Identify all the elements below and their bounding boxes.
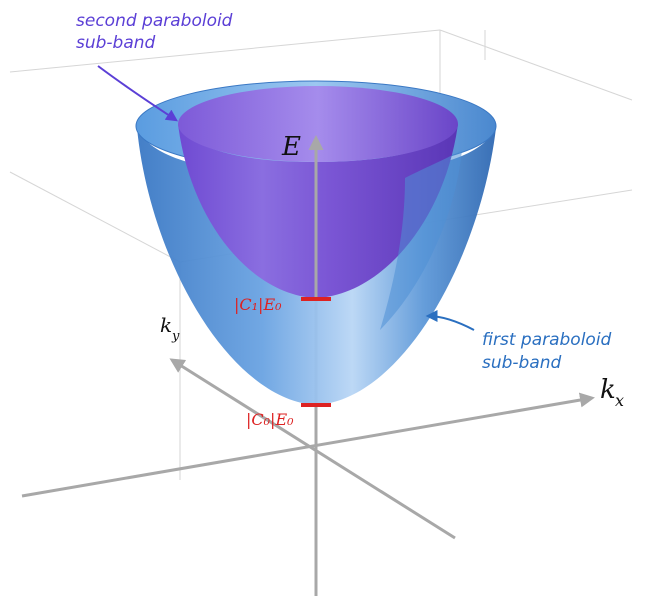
svg-text:sub-band: sub-band [76, 33, 156, 53]
ky-axis [169, 358, 456, 540]
svg-text:k: k [160, 313, 172, 337]
svg-text:k: k [600, 375, 616, 405]
first-band-annotation: first paraboloid sub-band [425, 310, 612, 373]
c0-label: |C₀|E₀ [246, 410, 294, 429]
inner-paraboloid [178, 86, 462, 330]
svg-text:x: x [615, 391, 624, 410]
energy-label: E [281, 132, 301, 162]
second-band-annotation: second paraboloid sub-band [76, 11, 233, 122]
svg-text:y: y [171, 329, 180, 344]
k-axes [21, 358, 595, 540]
kx-label: k x [600, 375, 624, 410]
svg-text:first paraboloid: first paraboloid [482, 330, 612, 350]
svg-text:second paraboloid: second paraboloid [76, 11, 233, 31]
c1-label: |C₁|E₀ [234, 295, 282, 314]
svg-text:sub-band: sub-band [482, 353, 562, 373]
ky-label: k y [160, 313, 180, 344]
kx-axis [21, 392, 595, 498]
